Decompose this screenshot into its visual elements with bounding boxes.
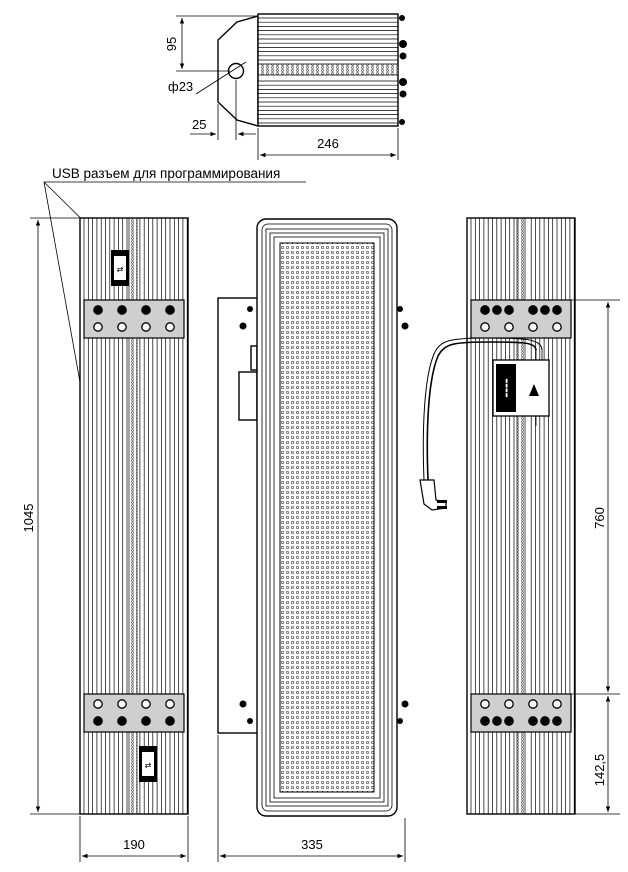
mount-hole [540, 305, 550, 315]
power-plug-icon [419, 479, 447, 511]
mount-hole [227, 62, 245, 80]
dim-length: 1045 [21, 504, 36, 533]
mount-hole [480, 716, 490, 726]
mount-hole [165, 305, 175, 315]
mount-hole [492, 716, 502, 726]
mount-hole [93, 699, 103, 709]
mount-hole [540, 716, 550, 726]
left-plate-holes [93, 305, 175, 726]
mount-hole [141, 699, 151, 709]
mount-hole [552, 699, 562, 709]
mount-hole [117, 322, 127, 332]
mount-hole [528, 305, 538, 315]
left-side-view: ⇄ ⇄ 1045 190 [21, 217, 189, 862]
mount-hole [141, 305, 151, 315]
mount-hole [93, 716, 103, 726]
usb-port-bottom: ⇄ [139, 746, 157, 782]
mount-hole [93, 322, 103, 332]
mount-hole [480, 322, 490, 332]
right-plate-holes [480, 305, 562, 726]
mount-hole [528, 716, 538, 726]
top-dot-band [257, 63, 399, 76]
mount-hole [93, 305, 103, 315]
front-view: 335 [217, 218, 409, 862]
mount-hole [165, 322, 175, 332]
mount-hole [552, 305, 562, 315]
mount-hole [528, 322, 538, 332]
dim-side-width: 190 [123, 837, 145, 852]
mount-hole [117, 716, 127, 726]
mount-hole [552, 322, 562, 332]
right-side-view: ▬▬▬▬ 760 142,5 [419, 217, 620, 815]
power-supply: ▬▬▬▬ [492, 350, 550, 426]
mount-hole [165, 699, 175, 709]
mount-hole [504, 716, 514, 726]
mount-hole [141, 716, 151, 726]
mount-hole [141, 322, 151, 332]
dim-hole-diameter: ф23 [168, 79, 193, 94]
svg-text:⇄: ⇄ [117, 265, 124, 274]
usb-note: USB разъем для программирования [52, 166, 280, 181]
mount-hole [117, 305, 127, 315]
top-knobs [399, 15, 407, 125]
mount-hole [117, 699, 127, 709]
dim-depth: 246 [317, 136, 339, 151]
mount-hole [492, 305, 502, 315]
dim-bottom-offset: 142,5 [592, 754, 607, 787]
mount-hole [480, 699, 490, 709]
left-dot-band [128, 217, 138, 815]
dim-bracket-offset: 25 [192, 117, 206, 132]
mount-hole [552, 716, 562, 726]
dim-mount-spacing: 760 [592, 507, 607, 529]
svg-text:▬▬▬▬: ▬▬▬▬ [504, 378, 510, 397]
mount-hole [504, 305, 514, 315]
mount-hole [165, 716, 175, 726]
top-view: 95 ф23 25 246 [164, 13, 407, 160]
front-bracket-block [238, 371, 258, 421]
dim-top-height: 95 [164, 37, 179, 51]
led-display [279, 242, 375, 793]
mount-hole [480, 305, 490, 315]
mount-hole [504, 322, 514, 332]
svg-text:⇄: ⇄ [145, 761, 152, 770]
dim-front-width: 335 [301, 837, 323, 852]
usb-port-top: ⇄ [111, 250, 129, 286]
power-cable [426, 341, 537, 481]
top-ribs [258, 17, 398, 124]
mount-hole [528, 699, 538, 709]
mount-hole [504, 699, 514, 709]
right-dot-band [516, 217, 526, 815]
